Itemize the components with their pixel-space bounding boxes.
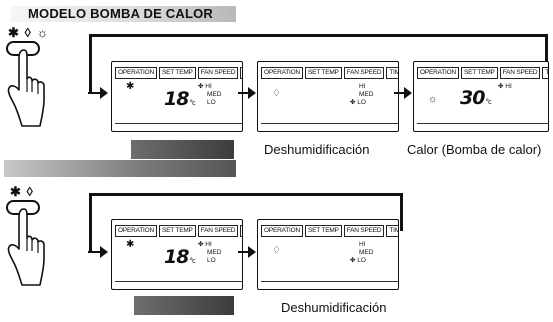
lcd-display-dehumidify: OPERATION SET TEMP FAN SPEED TIM ♢ HI ME… [257,61,399,132]
fan-speed-list: HI MED ✤ LO [350,241,373,265]
tab-fan-speed: FAN SPEED [343,225,385,237]
tab-set-temp: SET TEMP [305,225,342,237]
tab-timer: TIM [386,67,398,79]
lcd-bottom-rule [115,123,242,124]
fan-icon: ✤ [350,257,356,264]
fan-icon: ✤ [350,99,356,106]
temp-value: 18 [164,88,189,110]
speed-med: MED [359,249,374,256]
tab-fan-speed: FAN SPEED [197,225,239,237]
blank-caption-box [131,140,234,159]
speed-hi: HI [205,83,212,90]
tab-operation: OPERATION [261,225,304,237]
sun-icon: ☼ [428,94,438,105]
lcd-display-cool: OPERATION SET TEMP FAN SPEED TIM ✱ 18°c … [111,61,243,132]
snowflake-icon: ✱ [126,239,135,250]
speed-med: MED [207,249,222,256]
speed-hi: HI [359,241,366,248]
arrow-right-icon [394,87,412,99]
speed-lo: LO [357,99,366,106]
bottom-mode-icons: ✱ ◊ [10,185,34,198]
loop-line-right [400,193,403,231]
temp-unit: °c [189,99,195,107]
snowflake-icon: ✱ [126,81,135,92]
fan-icon: ✤ [198,241,204,248]
section-divider [4,160,236,177]
water-drop-icon: ♢ [272,245,281,256]
tab-set-temp: SET TEMP [159,225,196,237]
speed-lo: LO [207,257,216,264]
water-drop-icon: ♢ [272,88,281,99]
speed-hi: HI [505,83,512,90]
speed-lo: LO [357,257,366,264]
speed-hi: HI [359,83,366,90]
speed-lo: LO [207,99,216,106]
hand-press-icon [7,49,45,127]
loop-line-right [545,34,548,74]
caption-heat: Calor (Bomba de calor) [407,142,542,157]
fan-speed-list: HI MED ✤ LO [350,83,373,107]
lcd-bottom-rule [261,281,398,282]
tab-timer: TIM [240,67,242,79]
top-mode-icons-text: ✱ ◊ ☼ [8,25,50,40]
tab-timer: TIM [240,225,242,237]
loop-line-top [89,193,403,196]
tab-operation: OPERATION [115,67,158,79]
speed-med: MED [207,91,222,98]
loop-line-left [89,193,92,253]
caption-dehumidify: Deshumidificación [264,142,370,157]
tab-timer: TIM [542,67,548,79]
tab-set-temp: SET TEMP [159,67,196,79]
tab-operation: OPERATION [417,67,460,79]
arrow-right-icon [238,246,256,258]
bottom-mode-icons-text: ✱ ◊ [10,184,34,199]
tab-set-temp: SET TEMP [461,67,498,79]
lcd-bottom-rule [417,123,548,124]
tab-fan-speed: FAN SPEED [343,67,385,79]
fan-icon: ✤ [198,83,204,90]
lcd-display-cool: OPERATION SET TEMP FAN SPEED TIM ✱ 18°c … [111,219,243,290]
fan-speed-list: ✤ HI MED LO [198,83,221,107]
tab-operation: OPERATION [261,67,304,79]
temp-unit: °c [485,98,491,106]
temp-readout: 18°c [164,246,196,271]
temp-readout: 18°c [164,88,196,113]
arrow-right-icon [88,87,108,99]
tab-fan-speed: FAN SPEED [499,67,541,79]
loop-line-left [89,34,92,94]
blank-caption-box [134,296,234,315]
speed-med: MED [359,91,374,98]
loop-line-top [89,34,548,37]
caption-dehumidify: Deshumidificación [281,300,387,315]
tab-operation: OPERATION [115,225,158,237]
section-title-text: MODELO BOMBA DE CALOR [28,6,213,21]
lcd-display-heat: OPERATION SET TEMP FAN SPEED TIM ☼ 30°c … [413,61,549,132]
lcd-display-dehumidify: OPERATION SET TEMP FAN SPEED TIM ♢ HI ME… [257,219,399,290]
lcd-bottom-rule [261,123,398,124]
hand-press-icon [7,208,45,286]
temp-readout: 30°c [460,87,492,112]
arrow-right-icon [88,246,108,258]
tab-set-temp: SET TEMP [305,67,342,79]
fan-icon: ✤ [498,83,504,90]
lcd-bottom-rule [115,281,242,282]
top-mode-icons: ✱ ◊ ☼ [8,26,49,39]
temp-value: 18 [164,246,189,268]
fan-speed-list: ✤ HI MED LO [198,241,221,265]
temp-unit: °c [189,257,195,265]
speed-hi: HI [205,241,212,248]
tab-fan-speed: FAN SPEED [197,67,239,79]
tab-timer: TIM [386,225,398,237]
arrow-right-icon [238,87,256,99]
section-title: MODELO BOMBA DE CALOR [10,6,236,22]
temp-value: 30 [460,87,485,109]
fan-speed-list: ✤ HI [498,83,512,91]
